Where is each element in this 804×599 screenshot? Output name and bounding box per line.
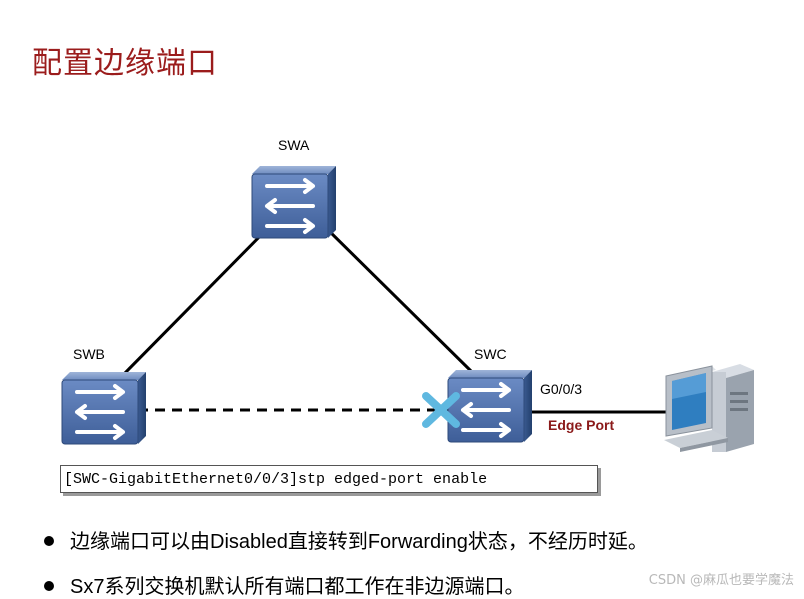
label-swb: SWB bbox=[73, 346, 105, 362]
bullet-dot-icon bbox=[44, 580, 54, 591]
bullet-dot-icon bbox=[44, 535, 54, 546]
switch-swb-icon bbox=[61, 372, 146, 445]
switch-swc-icon bbox=[447, 370, 532, 443]
label-edge-port: Edge Port bbox=[548, 417, 615, 433]
watermark: CSDN @麻瓜也要学魔法 bbox=[648, 573, 794, 588]
bullet-text-2: Sx7系列交换机默认所有端口都工作在非边源端口。 bbox=[70, 576, 525, 598]
bullet-item-1: 边缘端口可以由Disabled直接转到Forwarding状态，不经历时延。 bbox=[44, 525, 648, 554]
pc-computer-icon bbox=[664, 364, 754, 452]
command-box: [SWC-GigabitEthernet0/0/3]stp edged-port… bbox=[60, 465, 598, 493]
label-port-g003: G0/0/3 bbox=[540, 381, 583, 397]
bullet-item-2: Sx7系列交换机默认所有端口都工作在非边源端口。 bbox=[44, 570, 524, 599]
label-swc: SWC bbox=[474, 346, 507, 362]
page-title: 配置边缘端口 bbox=[32, 46, 218, 81]
switch-swa-icon bbox=[251, 166, 336, 239]
link-swa-swc bbox=[320, 222, 476, 376]
blocked-port-x-icon bbox=[422, 392, 460, 428]
link-swa-swb bbox=[120, 222, 274, 378]
bullet-text-1: 边缘端口可以由Disabled直接转到Forwarding状态，不经历时延。 bbox=[70, 531, 648, 553]
label-swa: SWA bbox=[278, 137, 310, 153]
